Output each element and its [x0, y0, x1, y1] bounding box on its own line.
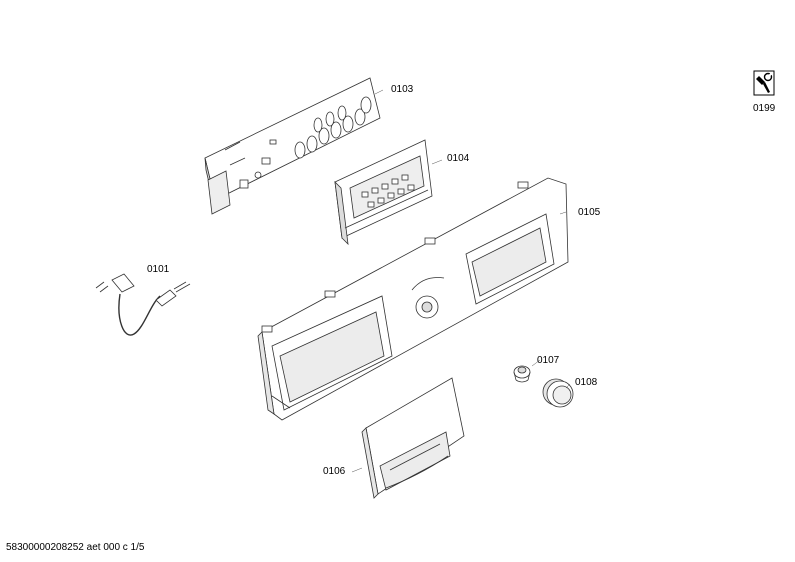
part-label-0107[interactable]: 0107: [537, 355, 560, 366]
document-id-footer: 58300000208252 aet 000 c 1/5: [6, 542, 145, 553]
part-label-0105[interactable]: 0105: [578, 207, 601, 218]
display-module-drawing[interactable]: [334, 139, 433, 246]
part-label-0108[interactable]: 0108: [575, 377, 598, 388]
leader-lines: [351, 89, 571, 473]
part-label-0103[interactable]: 0103: [391, 84, 414, 95]
control-panel-fascia-drawing[interactable]: [257, 177, 569, 421]
part-label-0104[interactable]: 0104: [447, 153, 470, 164]
part-label-0199[interactable]: 0199: [753, 103, 776, 114]
detergent-drawer-handle-drawing[interactable]: [361, 377, 465, 499]
part-label-0106[interactable]: 0106: [323, 466, 346, 477]
power-cord-drawing[interactable]: [95, 273, 191, 336]
part-label-0101[interactable]: 0101: [147, 264, 170, 275]
knob-insert-drawing[interactable]: [513, 365, 531, 383]
wrench-icon[interactable]: [753, 70, 775, 96]
control-module-board-drawing[interactable]: [204, 77, 381, 215]
programme-selector-knob-drawing[interactable]: [542, 378, 574, 408]
